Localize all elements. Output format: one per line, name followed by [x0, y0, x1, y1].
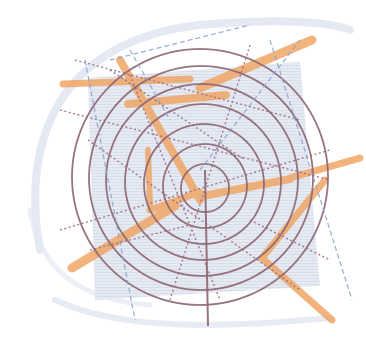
orange-band [63, 79, 190, 84]
background-wash-stroke [55, 300, 330, 325]
